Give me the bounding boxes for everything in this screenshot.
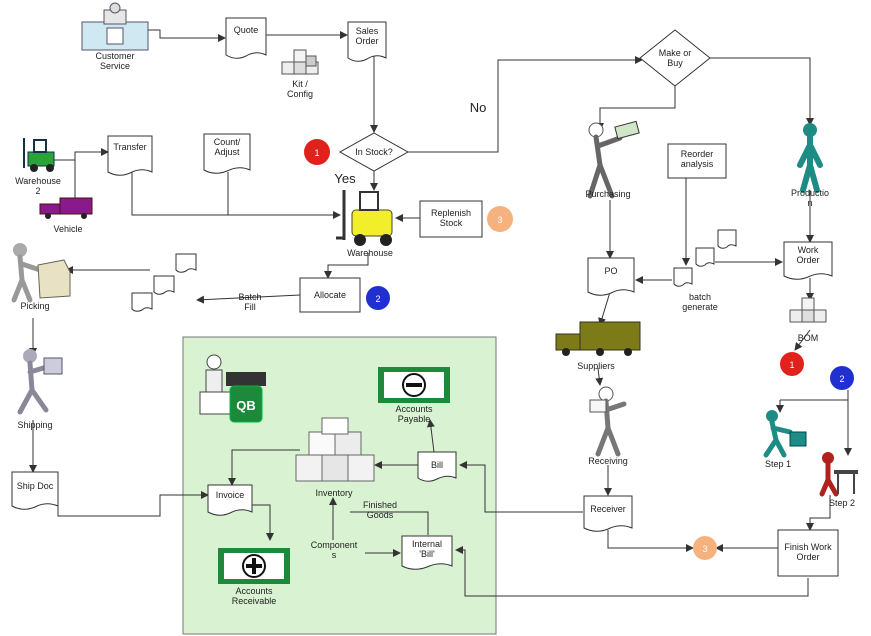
- make-or-buy-diamond: [639, 29, 711, 87]
- po-label: PO: [604, 266, 617, 276]
- marker-3-bottom-label: 3: [702, 544, 707, 554]
- suppliers-truck-icon: [555, 321, 641, 356]
- shipping-label: Shipping: [17, 420, 52, 430]
- batch-generate-docs-icon: [673, 229, 737, 287]
- bill-label: Bill: [431, 460, 443, 470]
- ship-doc-label: Ship Doc: [17, 481, 54, 491]
- marker-1-bottom: [780, 352, 804, 376]
- bill-doc: [417, 451, 457, 482]
- in-stock-label: In Stock?: [355, 147, 393, 157]
- inventory-icon: [295, 417, 375, 482]
- accounts-payable-icon: [378, 367, 450, 403]
- vehicle-label: Vehicle: [53, 224, 82, 234]
- finish-work-order-box: [777, 529, 839, 577]
- receiver-label: Receiver: [590, 504, 626, 514]
- warehouse-label: Warehouse: [347, 248, 393, 258]
- allocate-box: [299, 277, 361, 313]
- receiving-label: Receiving: [588, 456, 628, 466]
- count-adjust-doc: [203, 133, 251, 174]
- inventory-label: Inventory: [315, 488, 353, 498]
- purchasing-label: Purchasing: [585, 189, 630, 199]
- transfer-doc: [107, 135, 153, 176]
- forklift-green-icon: [23, 138, 55, 172]
- receiver-doc: [583, 495, 633, 532]
- marker-2-top-label: 2: [375, 294, 380, 304]
- marker-2-bottom: [830, 366, 854, 390]
- shipping-person-icon: [17, 349, 63, 415]
- marker-3-top: [487, 206, 513, 232]
- connectors: [29, 29, 852, 597]
- marker-1-bottom-label: 1: [789, 360, 794, 370]
- marker-3-bottom: [693, 536, 717, 560]
- invoice-label: Invoice: [216, 490, 245, 500]
- internal-bill-label: Internal'Bill': [412, 539, 442, 559]
- batch-docs-icon: [131, 253, 197, 312]
- count-adjust-label: Count/Adjust: [214, 137, 241, 157]
- step2-worker-icon: [819, 452, 858, 497]
- picking-label: Picking: [20, 301, 49, 311]
- customer-service-icon: [81, 2, 149, 51]
- kit-config-icon: [281, 49, 319, 75]
- transfer-label: Transfer: [113, 142, 146, 152]
- suppliers-label: Suppliers: [577, 361, 615, 371]
- in-stock-diamond: [338, 132, 410, 172]
- ship-doc: [11, 471, 59, 510]
- bom-label: BOM: [798, 333, 819, 343]
- work-order-doc: [783, 241, 833, 280]
- marker-2-bottom-label: 2: [839, 374, 844, 384]
- sales-order-doc: [347, 21, 387, 62]
- yes-label: Yes: [334, 171, 356, 186]
- vehicle-icon: [39, 197, 93, 219]
- quote-label: Quote: [234, 25, 259, 35]
- marker-1-top: [304, 139, 330, 165]
- receiving-person-icon: [589, 386, 627, 457]
- marker-2-top: [366, 286, 390, 310]
- internal-bill-doc: [401, 535, 453, 570]
- allocate-label: Allocate: [314, 290, 346, 300]
- purchasing-person-icon: [587, 120, 640, 199]
- marker-1-top-label: 1: [314, 148, 319, 158]
- po-doc: [587, 257, 635, 296]
- bom-icon: [789, 297, 827, 323]
- step2-label: Step 2: [829, 498, 855, 508]
- step1-worker-icon: [763, 410, 807, 458]
- qb-logo-text: QB: [236, 398, 256, 413]
- picking-person-icon: [11, 243, 71, 303]
- accounts-receivable-icon: [218, 548, 290, 584]
- step1-label: Step 1: [765, 459, 791, 469]
- marker-3-top-label: 3: [497, 215, 502, 225]
- qb-station-icon: [199, 354, 266, 423]
- no-label: No: [470, 100, 487, 115]
- production-person-icon: [797, 123, 823, 193]
- quote-doc: [225, 17, 267, 59]
- kit-config-label: Kit /Config: [287, 79, 313, 99]
- replenish-stock-box: [419, 200, 483, 238]
- forklift-yellow-icon: [336, 190, 393, 246]
- invoice-doc: [207, 484, 253, 516]
- reorder-analysis-box: [667, 143, 727, 179]
